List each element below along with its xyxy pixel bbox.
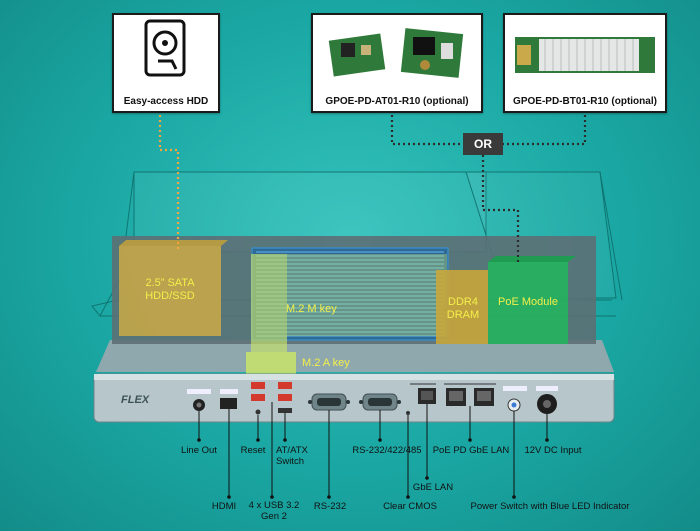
hdd-card-caption: Easy-access HDD [123, 96, 209, 107]
m2-a-overlay [246, 352, 296, 374]
poe-bt-board-image [515, 37, 655, 73]
brand-logo: FLEX [121, 394, 150, 406]
hdd-icon [144, 19, 186, 77]
hdd-card: Easy-access HDD [112, 13, 220, 113]
callout-lines [198, 402, 548, 497]
callout-rs232: RS-232 [313, 501, 347, 512]
or-badge: OR [463, 133, 503, 155]
callout-dots [197, 438, 549, 499]
poe-module-label: PoE Module [498, 296, 558, 308]
poe-module-connector [481, 155, 520, 264]
hdd-connector [158, 110, 180, 250]
sata-label: 2.5” SATA HDD/SSD [145, 277, 195, 302]
ddr4-overlay [436, 270, 488, 344]
sata-overlay [119, 246, 221, 336]
m2-m-overlay [251, 254, 287, 352]
callout-hdmi: HDMI [211, 501, 237, 512]
poe-at-card: GPOE-PD-AT01-R10 (optional) [311, 13, 483, 113]
ddr4-label: DDR4 DRAM [446, 296, 480, 321]
poe-at-connector [390, 110, 463, 146]
callout-clear-cmos: Clear CMOS [383, 501, 437, 512]
callout-usb: 4 x USB 3.2 Gen 2 [248, 500, 300, 522]
callout-gbe-lan: GbE LAN [412, 482, 454, 493]
poe-overlay [488, 262, 568, 344]
callout-reset: Reset [240, 445, 266, 456]
front-panel [93, 373, 615, 423]
poe-bt-card: GPOE-PD-BT01-R10 (optional) [503, 13, 667, 113]
poe-bt-connector [503, 110, 587, 146]
poe-at-card-caption: GPOE-PD-AT01-R10 (optional) [325, 96, 469, 107]
m2-a-label: M.2 A key [302, 357, 350, 369]
callout-power-switch: Power Switch with Blue LED Indicator [470, 501, 630, 512]
m2-m-label: M.2 M key [286, 303, 337, 315]
callout-line-out: Line Out [181, 445, 217, 456]
callout-rs232-422-485: RS-232/422/485 [352, 445, 422, 456]
poe-at-board-image [328, 28, 464, 78]
callout-at-atx: AT/ATX Switch [276, 445, 308, 467]
poe-bt-card-caption: GPOE-PD-BT01-R10 (optional) [513, 96, 657, 107]
callout-dc-input: 12V DC Input [524, 445, 582, 456]
callout-poe-lan: PoE PD GbE LAN [432, 445, 510, 456]
